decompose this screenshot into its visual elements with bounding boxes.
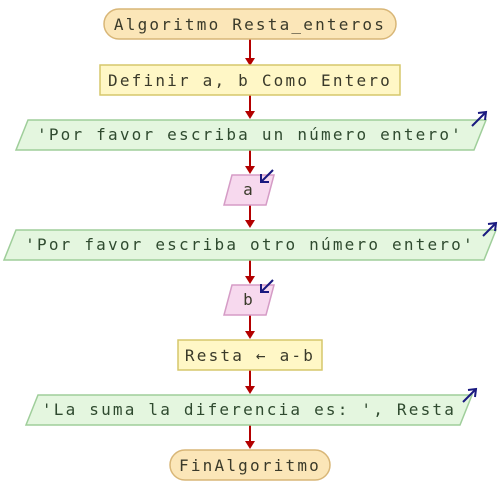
output-node-2: 'Por favor escriba otro número entero' [2, 221, 498, 261]
end-node: FinAlgoritmo [169, 449, 331, 481]
start-node: Algoritmo Resta_enteros [103, 8, 397, 40]
connectors [245, 38, 255, 449]
output-arrow-tip-icon [477, 110, 488, 121]
output-node-1: 'Por favor escriba un número entero' [14, 110, 488, 151]
input-a-label: a [243, 180, 255, 199]
output-arrow-tip-icon [467, 387, 478, 398]
input-b-label: b [243, 290, 255, 309]
output-arrow-tip-icon [487, 221, 498, 232]
input-arrow-icon [261, 279, 274, 292]
output-2-label: 'Por favor escriba otro número entero' [25, 235, 475, 254]
input-arrow-icon [261, 169, 274, 182]
input-arrow-tip-icon [260, 284, 269, 293]
output-arrow-icon [462, 389, 476, 403]
declare-label: Definir a, b Como Entero [108, 71, 392, 90]
input-arrow-tip-icon [260, 174, 269, 183]
end-label: FinAlgoritmo [179, 456, 321, 475]
input-node-a: a [223, 169, 275, 206]
assign-node: Resta ← a-b [177, 339, 323, 371]
output-node-3: 'La suma la diferencia es: ', Resta [24, 387, 478, 426]
input-node-b: b [223, 279, 275, 316]
assign-label: Resta ← a-b [185, 346, 315, 365]
start-label: Algoritmo Resta_enteros [114, 15, 386, 34]
output-arrow-icon [471, 112, 486, 127]
declare-node: Definir a, b Como Entero [99, 64, 401, 96]
output-3-label: 'La suma la diferencia es: ', Resta [42, 400, 456, 419]
output-arrow-icon [482, 223, 496, 237]
output-1-label: 'Por favor escriba un número entero' [37, 125, 463, 144]
